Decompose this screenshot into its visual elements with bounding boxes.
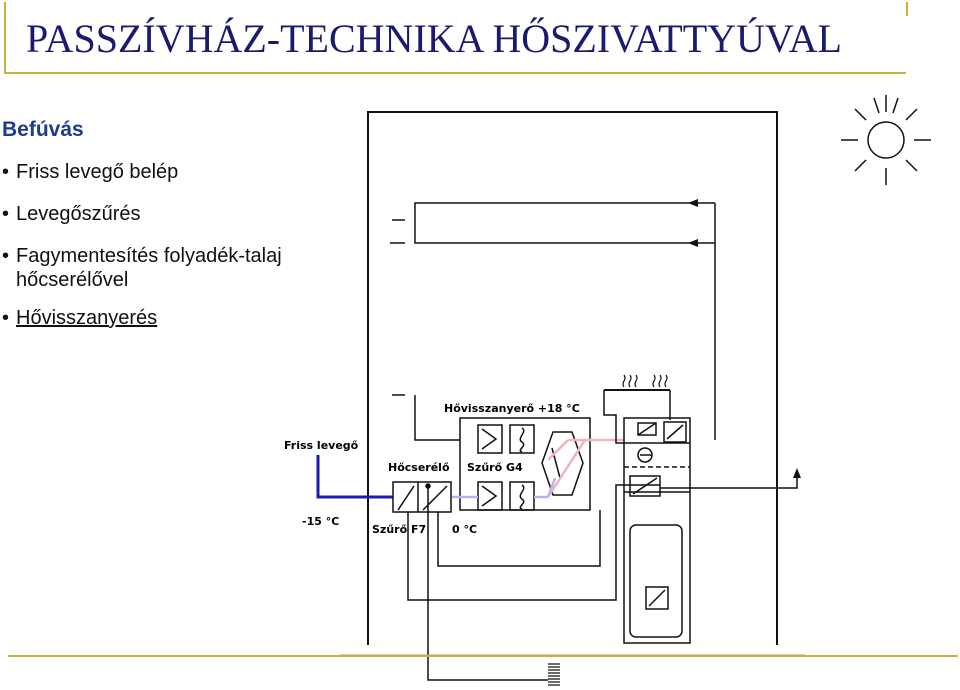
ground-coil-icon — [548, 663, 560, 686]
heat-waves-icon — [604, 374, 670, 391]
label-heat-exchanger: Hőcserélő — [388, 461, 450, 474]
bullet-dot-icon: • — [2, 245, 10, 267]
bullet-dot-icon: • — [2, 307, 10, 329]
bullet-dot-icon: • — [2, 161, 10, 183]
supply-duct-upper — [390, 199, 716, 441]
bullet-dot-icon: • — [2, 203, 10, 225]
slide-title: PASSZÍVHÁZ-TECHNIKA HŐSZIVATTYÚVAL — [26, 16, 842, 61]
fresh-air-inlet — [316, 455, 393, 499]
bullet-item: • Fagymentesítés folyadék-talaj hőcserél… — [2, 244, 382, 292]
sun-icon — [841, 95, 931, 185]
brine-piping — [407, 468, 801, 681]
heat-recovery-unit — [459, 417, 591, 511]
section-heading: Befúvás — [2, 118, 84, 141]
label-temp-outside: -15 °C — [302, 515, 339, 528]
bullet-list: • Friss levegő belép • Levegőszűrés • Fa… — [2, 160, 382, 348]
ground-heat-exchanger — [392, 481, 452, 513]
label-filter-f7: Szűrő F7 — [372, 523, 426, 536]
label-fresh-air: Friss levegő — [284, 439, 359, 452]
title-bar: PASSZÍVHÁZ-TECHNIKA HŐSZIVATTYÚVAL — [4, 2, 908, 74]
air-flow-lines — [452, 438, 625, 499]
heat-pump-unit — [603, 390, 691, 644]
footer-line — [8, 655, 958, 657]
bullet-text: Friss levegő belép — [16, 161, 179, 183]
bullet-text: Fagymentesítés folyadék-talaj — [16, 245, 282, 267]
bullet-text-continued: hőcserélővel — [16, 269, 129, 291]
bullet-item: • Levegőszűrés — [2, 202, 382, 226]
bullet-link[interactable]: Hővisszanyerés — [16, 307, 158, 329]
bullet-text: Levegőszűrés — [16, 203, 141, 225]
title-bar-corner — [906, 2, 908, 16]
label-temp-zero: 0 °C — [452, 523, 477, 536]
house-outline — [367, 111, 778, 645]
bullet-item: • Friss levegő belép — [2, 160, 382, 184]
label-filter-g4: Szűrő G4 — [467, 461, 523, 474]
label-heat-recovery: Hővisszanyerő +18 °C — [444, 402, 580, 415]
bullet-item[interactable]: • Hővisszanyerés — [2, 306, 382, 330]
